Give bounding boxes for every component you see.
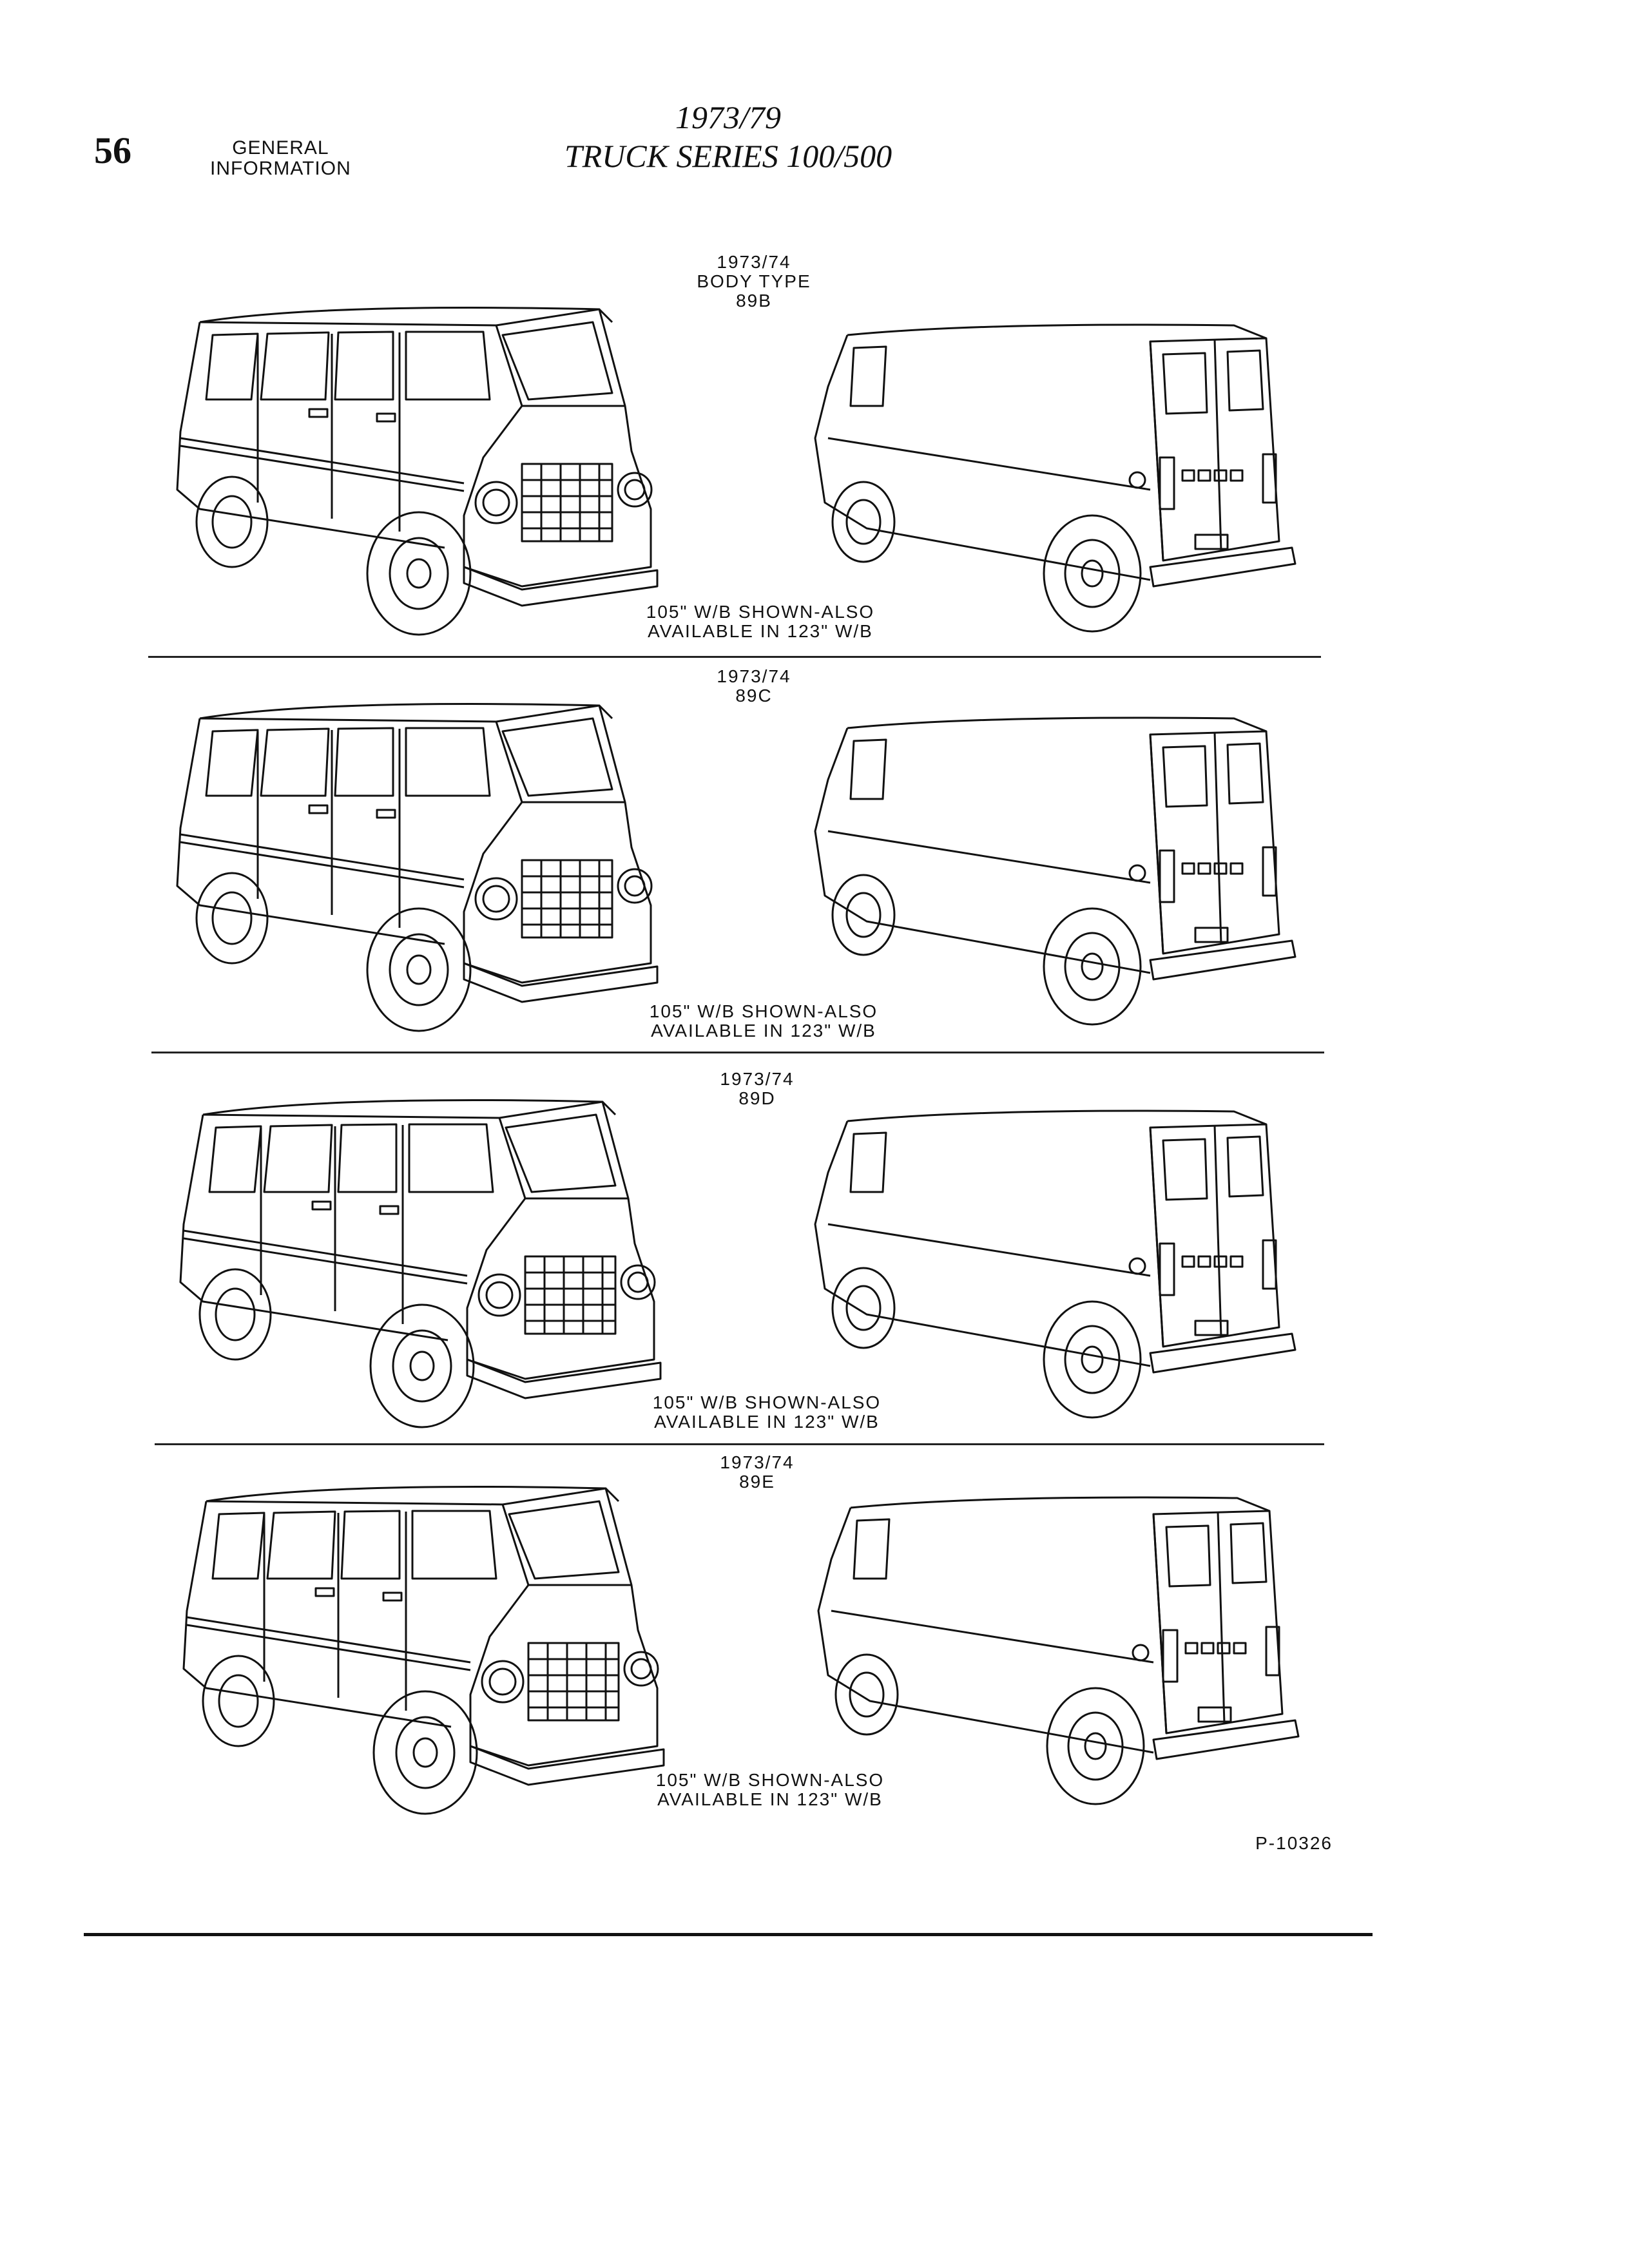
panel-years: 1973/74 — [717, 666, 791, 686]
panel-code: 89E — [739, 1472, 775, 1492]
van-front-view-89d — [158, 1089, 686, 1437]
panel-divider — [151, 1052, 1324, 1053]
panel-code: 89D — [738, 1088, 776, 1108]
panel-divider — [148, 656, 1321, 658]
page-title: 1973/79 TRUCK SERIES 100/500 — [503, 98, 954, 175]
page-bottom-rule — [84, 1933, 1373, 1936]
van-rear-view-89c — [783, 702, 1311, 1050]
panel-caption-89b: 1973/74 BODY TYPE 89B — [683, 253, 825, 311]
section-label-line2: INFORMATION — [210, 158, 351, 179]
section-label: GENERAL INFORMATION — [210, 138, 351, 179]
panel-caption-89d: 1973/74 89D — [686, 1070, 828, 1108]
panel-years: 1973/74 — [720, 1452, 795, 1472]
panel-caption-89e: 1973/74 89E — [686, 1453, 828, 1492]
panel-note-89c: 105" W/B SHOWN-ALSO AVAILABLE IN 123" W/… — [596, 1002, 931, 1041]
panel-years: 1973/74 — [717, 252, 791, 272]
panel-note-line2: AVAILABLE IN 123" W/B — [657, 1789, 883, 1809]
figure-reference: P-10326 — [1255, 1833, 1333, 1853]
van-front-view-89c — [155, 693, 683, 1041]
panel-body-type-label: BODY TYPE — [697, 271, 811, 291]
page-number: 56 — [94, 130, 131, 171]
section-label-line1: GENERAL — [232, 137, 329, 159]
panel-code: 89C — [735, 686, 773, 706]
panel-years: 1973/74 — [720, 1069, 795, 1089]
panel-note-89b: 105" W/B SHOWN-ALSO AVAILABLE IN 123" W/… — [593, 602, 928, 641]
panel-note-89d: 105" W/B SHOWN-ALSO AVAILABLE IN 123" W/… — [599, 1393, 934, 1432]
panel-note-line1: 105" W/B SHOWN-ALSO — [655, 1770, 885, 1790]
van-rear-view-89d — [783, 1095, 1311, 1443]
page-title-line2: TRUCK SERIES 100/500 — [564, 138, 892, 174]
page-title-line1: 1973/79 — [675, 99, 781, 135]
panel-divider — [155, 1443, 1324, 1445]
panel-note-line1: 105" W/B SHOWN-ALSO — [646, 602, 875, 622]
panel-note-line1: 105" W/B SHOWN-ALSO — [652, 1392, 882, 1412]
panel-code: 89B — [736, 291, 772, 311]
panel-caption-89c: 1973/74 89C — [683, 667, 825, 706]
van-front-view-89b — [155, 296, 683, 644]
panel-note-line2: AVAILABLE IN 123" W/B — [654, 1412, 880, 1432]
panel-note-line2: AVAILABLE IN 123" W/B — [651, 1021, 876, 1041]
panel-note-line1: 105" W/B SHOWN-ALSO — [649, 1001, 878, 1021]
panel-note-line2: AVAILABLE IN 123" W/B — [648, 621, 873, 641]
panel-note-89e: 105" W/B SHOWN-ALSO AVAILABLE IN 123" W/… — [602, 1771, 938, 1809]
